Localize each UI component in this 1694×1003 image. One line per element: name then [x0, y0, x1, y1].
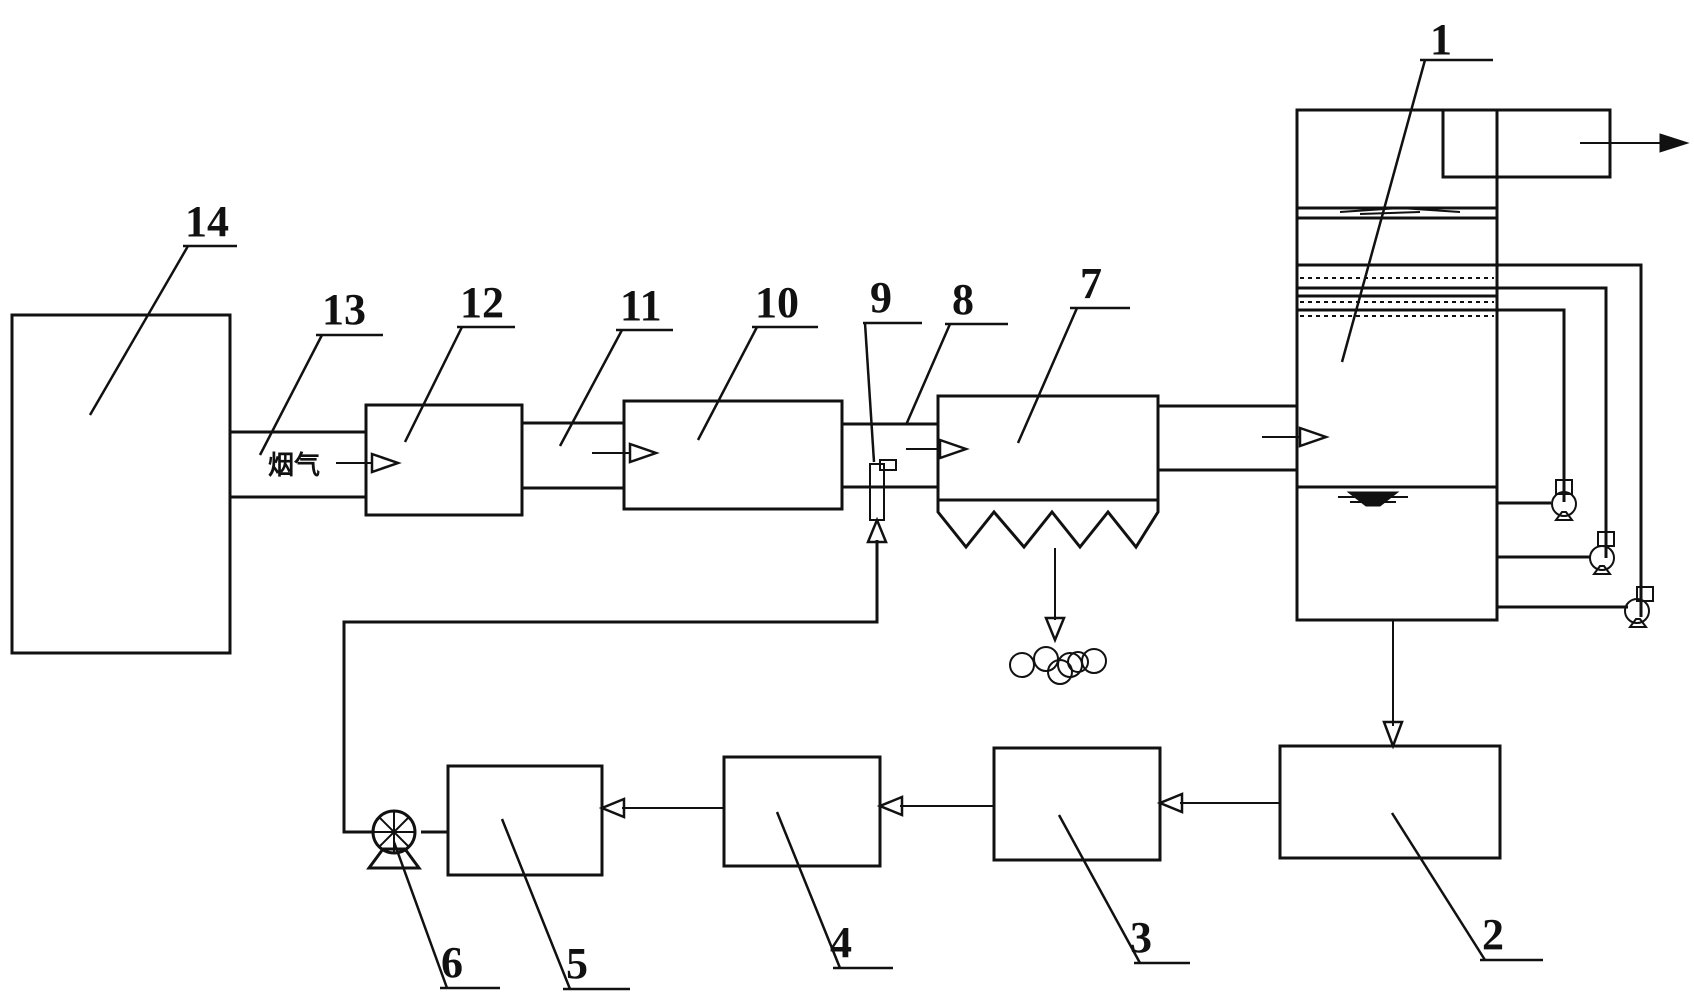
label-1: 1 [1430, 15, 1452, 64]
unit-10-box [622, 399, 844, 511]
leader-14 [88, 245, 190, 416]
exhaust-arrow-head [1659, 133, 1690, 153]
label-3: 3 [1130, 913, 1152, 962]
leader-7 [1016, 307, 1079, 444]
label-7: 7 [1080, 259, 1102, 308]
leader-4 [775, 811, 842, 969]
flow-2-3-head [1156, 792, 1184, 814]
recirc-line-1 [1497, 263, 1643, 617]
unit-3-box [992, 746, 1162, 862]
label-12: 12 [460, 278, 504, 327]
recirc-line-2 [1497, 286, 1608, 558]
flow-4-5-head [598, 797, 626, 819]
label-11: 11 [620, 281, 662, 330]
unit-7-hoppers [936, 500, 1160, 550]
leader-1 [1340, 59, 1427, 363]
flow-arrow-11-head [628, 442, 660, 464]
unit-5-box [446, 764, 604, 877]
injector-9-body [869, 463, 885, 521]
leader-8 [904, 323, 952, 426]
label-6: 6 [441, 938, 463, 987]
flow-arrow-13-head [370, 452, 402, 474]
injector-9-nozzle [879, 459, 897, 471]
tower-discharge-head [1382, 720, 1404, 750]
unit-12-box [364, 403, 524, 517]
label-4: 4 [830, 918, 852, 967]
pump-1-icon [1551, 479, 1577, 521]
sump-agitator-icon [1338, 491, 1408, 507]
label-13: 13 [322, 285, 366, 334]
label-2: 2 [1482, 910, 1504, 959]
leader-11 [558, 329, 624, 447]
label-14: 14 [185, 197, 229, 246]
spray-droplets [1300, 277, 1494, 317]
flow-arrow-8-head [938, 438, 970, 460]
return-pipe-head [866, 516, 888, 544]
flow-3-4-head [876, 795, 904, 817]
tower-1-body [1295, 108, 1499, 622]
unit-7-box [936, 394, 1160, 502]
unit-2-box [1278, 744, 1502, 860]
label-10: 10 [755, 278, 799, 327]
flow-label-flue-gas: 烟气 [268, 450, 320, 481]
particle-cluster-icon [1009, 646, 1107, 685]
dust-discharge-head [1044, 616, 1066, 644]
label-9: 9 [870, 273, 892, 322]
leader-9 [863, 322, 876, 463]
unit-14-box [10, 313, 232, 655]
leader-12 [403, 326, 464, 443]
leader-3 [1057, 814, 1142, 964]
unit-4-box [722, 755, 882, 868]
pump-6-icon [366, 809, 422, 870]
leader-5 [500, 818, 572, 990]
flow-arrow-7-head [1298, 426, 1330, 448]
leader-13 [258, 334, 324, 456]
demister-sprays [1339, 206, 1461, 215]
leader-10 [696, 326, 759, 441]
pump-2-icon [1589, 531, 1615, 575]
recirc-line-3 [1497, 308, 1566, 502]
label-8: 8 [952, 275, 974, 324]
return-pipe-6-9 [342, 540, 879, 834]
label-5: 5 [566, 939, 588, 988]
leader-6 [392, 841, 449, 989]
leader-2 [1390, 812, 1487, 961]
pump-3-icon [1624, 586, 1654, 628]
